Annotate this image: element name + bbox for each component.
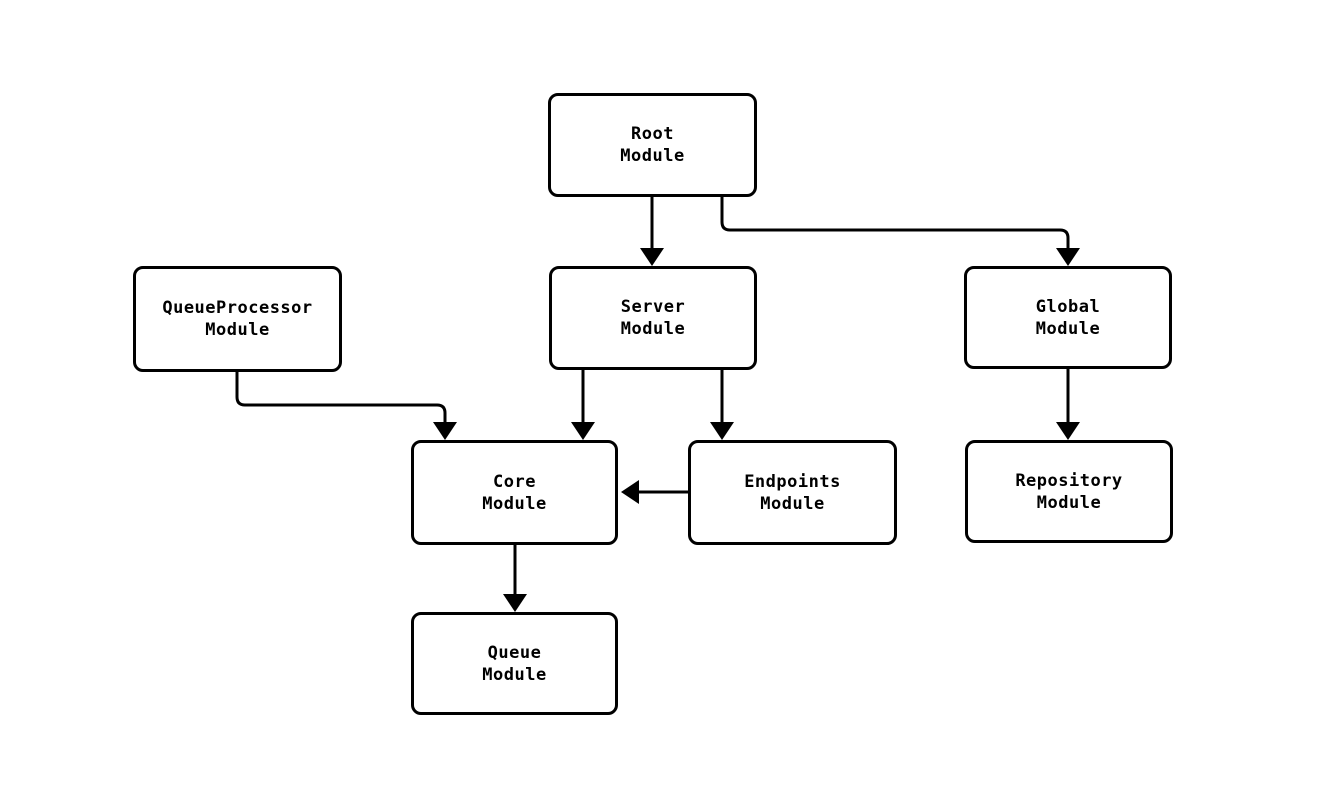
node-global-module: Global Module	[964, 266, 1172, 369]
node-queue-module: Queue Module	[411, 612, 618, 715]
node-repository-module: Repository Module	[965, 440, 1173, 543]
node-endpoints-module: Endpoints Module	[688, 440, 897, 545]
node-queueprocessor-module: QueueProcessor Module	[133, 266, 342, 372]
edge-root-global	[720, 197, 1080, 266]
edge-queueprocessor-core	[235, 371, 457, 440]
node-root-module: Root Module	[548, 93, 757, 197]
node-core-module: Core Module	[411, 440, 618, 545]
node-server-module: Server Module	[549, 266, 757, 370]
